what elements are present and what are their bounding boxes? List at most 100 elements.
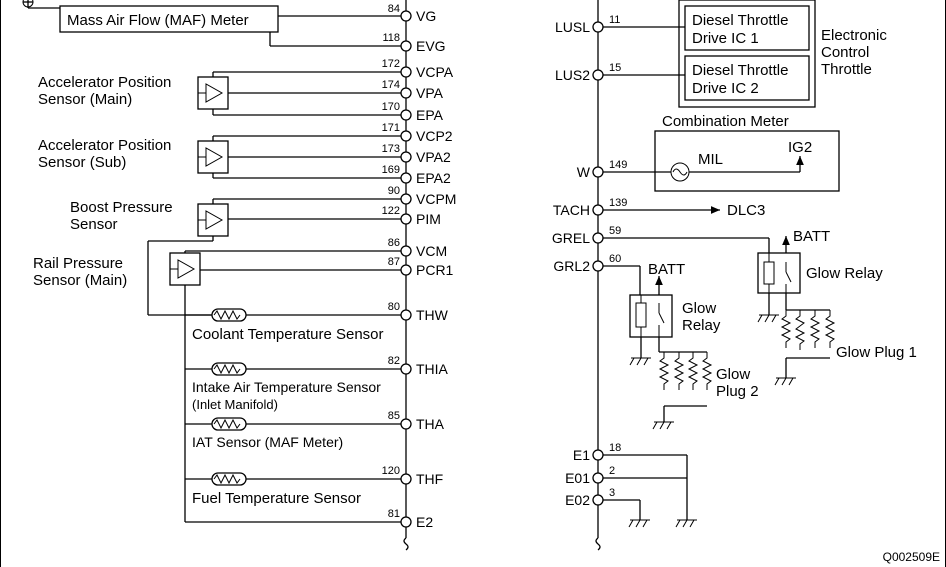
glow-relay-left: BATT Glow Relay Glow Plug 2	[603, 261, 759, 430]
svg-text:THF: THF	[416, 471, 443, 487]
ecu-grounds	[603, 454, 697, 528]
svg-text:PCR1: PCR1	[416, 262, 454, 278]
svg-text:MIL: MIL	[698, 151, 723, 168]
svg-text:173: 173	[382, 143, 400, 155]
svg-text:E1: E1	[573, 447, 590, 463]
pin-thia: 82 THIA	[388, 355, 449, 377]
svg-text:GREL: GREL	[552, 230, 590, 246]
right-ecu-bus	[595, 0, 601, 551]
svg-text:Drive IC 1: Drive IC 1	[692, 30, 759, 47]
app-sub-sensor: Accelerator Position Sensor (Sub)	[38, 135, 401, 179]
svg-text:86: 86	[388, 237, 400, 249]
svg-text:VPA: VPA	[416, 85, 444, 101]
pin-thw: 80 THW	[388, 301, 449, 323]
pin-e2: 81 E2	[388, 508, 434, 530]
svg-text:LUSL: LUSL	[555, 19, 590, 35]
svg-text:DLC3: DLC3	[727, 202, 765, 219]
svg-text:Accelerator Position: Accelerator Position	[38, 74, 171, 91]
svg-text:Electronic: Electronic	[821, 27, 887, 44]
svg-text:Diesel Throttle: Diesel Throttle	[692, 62, 788, 79]
intake-air-temp-sensor: Intake Air Temperature Sensor (Inlet Man…	[185, 362, 401, 412]
pin-tach: TACH 139	[553, 197, 627, 218]
tach-dlc3: DLC3	[603, 202, 765, 219]
svg-text:Glow: Glow	[716, 366, 750, 383]
svg-text:Sensor (Main): Sensor (Main)	[38, 91, 132, 108]
svg-text:59: 59	[609, 225, 621, 237]
svg-text:149: 149	[609, 159, 627, 171]
left-pins: 84 VG 118 EVG 172 VCPA 174 VPA 170 EPA 1…	[382, 3, 457, 530]
electronic-control-throttle: Diesel Throttle Drive IC 1 Diesel Thrott…	[603, 0, 887, 108]
svg-text:Glow Relay: Glow Relay	[806, 265, 883, 282]
svg-text:122: 122	[382, 205, 400, 217]
coolant-temp-sensor: Coolant Temperature Sensor	[185, 308, 384, 343]
svg-text:VCM: VCM	[416, 243, 447, 259]
pin-e1: E1 18	[573, 442, 621, 463]
svg-text:139: 139	[609, 197, 627, 209]
pin-epa2: 169 EPA2	[382, 164, 451, 186]
throttle-ic1-box	[684, 5, 810, 51]
svg-text:VCPM: VCPM	[416, 191, 456, 207]
svg-text:174: 174	[382, 79, 400, 91]
figure-id: Q002509E	[883, 550, 940, 564]
svg-text:Diesel Throttle: Diesel Throttle	[692, 12, 788, 29]
svg-text:VPA2: VPA2	[416, 149, 451, 165]
maf-meter: Mass Air Flow (MAF) Meter	[22, 0, 401, 47]
svg-text:Sensor (Main): Sensor (Main)	[33, 272, 127, 289]
svg-text:Sensor: Sensor	[70, 216, 118, 233]
svg-text:Glow: Glow	[682, 300, 716, 317]
pin-e01: E01 2	[565, 465, 615, 486]
svg-text:GRL2: GRL2	[553, 258, 590, 274]
svg-text:E02: E02	[565, 492, 590, 508]
svg-text:120: 120	[382, 465, 400, 477]
svg-text:90: 90	[388, 185, 400, 197]
pin-epa: 170 EPA	[382, 101, 444, 123]
svg-text:Sensor (Sub): Sensor (Sub)	[38, 154, 126, 171]
right-pins: LUSL 11 LUS2 15 W 149 TACH 139 GREL 59 G…	[552, 14, 627, 508]
svg-text:Throttle: Throttle	[821, 61, 872, 78]
pin-grl2: GRL2 60	[553, 253, 621, 274]
svg-text:VG: VG	[416, 8, 436, 24]
svg-text:171: 171	[382, 122, 400, 134]
svg-text:Plug 2: Plug 2	[716, 383, 759, 400]
svg-text:Drive IC 2: Drive IC 2	[692, 80, 759, 97]
pin-vpa2: 173 VPA2	[382, 143, 451, 165]
pin-pim: 122 PIM	[382, 205, 441, 227]
pin-e02: E02 3	[565, 487, 615, 508]
throttle-ic2-box	[684, 55, 810, 101]
svg-text:IG2: IG2	[788, 139, 812, 156]
svg-text:2: 2	[609, 465, 615, 477]
svg-text:11: 11	[609, 14, 620, 26]
svg-text:Boost Pressure: Boost Pressure	[70, 199, 173, 216]
svg-text:IAT Sensor (MAF Meter): IAT Sensor (MAF Meter)	[192, 434, 343, 450]
svg-text:Accelerator Position: Accelerator Position	[38, 137, 171, 154]
svg-text:Fuel Temperature Sensor: Fuel Temperature Sensor	[192, 490, 361, 507]
pin-vcm: 86 VCM	[388, 237, 447, 259]
rail-pressure-sensor: Rail Pressure Sensor (Main)	[33, 250, 401, 523]
svg-text:Rail Pressure: Rail Pressure	[33, 255, 123, 272]
svg-text:172: 172	[382, 58, 400, 70]
svg-text:Combination Meter: Combination Meter	[662, 113, 789, 130]
svg-text:18: 18	[609, 442, 621, 454]
svg-text:BATT: BATT	[793, 228, 830, 245]
svg-text:3: 3	[609, 487, 615, 499]
pin-tha: 85 THA	[388, 410, 445, 432]
pin-vcpm: 90 VCPM	[388, 185, 457, 207]
svg-text:VCPA: VCPA	[416, 64, 454, 80]
svg-text:TACH: TACH	[553, 202, 590, 218]
svg-text:VCP2: VCP2	[416, 128, 453, 144]
pin-evg: 118 EVG	[382, 32, 445, 54]
svg-text:THA: THA	[416, 416, 445, 432]
svg-text:EPA2: EPA2	[416, 170, 451, 186]
svg-text:THW: THW	[416, 307, 449, 323]
svg-text:(Inlet Manifold): (Inlet Manifold)	[192, 397, 278, 412]
svg-text:EVG: EVG	[416, 38, 446, 54]
combination-meter: Combination Meter MIL IG2	[603, 113, 840, 192]
pin-grel: GREL 59	[552, 225, 621, 246]
svg-text:W: W	[577, 164, 591, 180]
svg-text:87: 87	[388, 256, 400, 268]
pin-lus2: LUS2 15	[555, 62, 621, 83]
svg-text:81: 81	[388, 508, 400, 520]
boost-pressure-sensor: Boost Pressure Sensor	[70, 198, 401, 316]
svg-text:169: 169	[382, 164, 400, 176]
svg-text:15: 15	[609, 62, 621, 74]
